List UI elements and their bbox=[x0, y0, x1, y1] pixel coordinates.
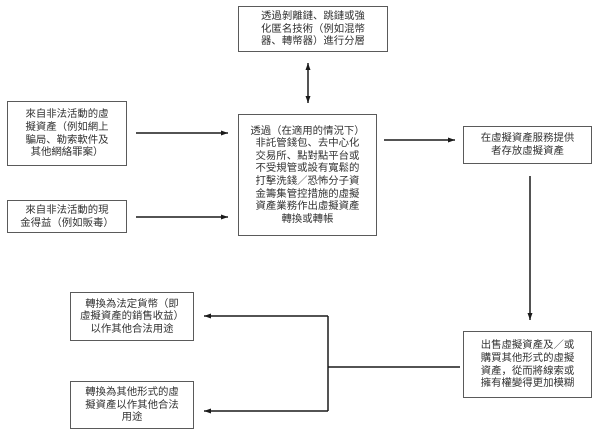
node-sell-buy: 出售虛擬資產及／或 購買其他形式的虛擬 資產，從而將線索或 擁有權變得更加模糊 bbox=[463, 331, 592, 398]
node-layering: 透過剝離鏈、跳鏈或強 化匿名技術（例如混幣 器、轉幣器）進行分層 bbox=[238, 6, 388, 52]
node-fiat-text: 轉換為法定貨幣（即 虛擬資產的銷售收益） 以作其他合法用途 bbox=[80, 297, 184, 335]
node-custody: 在虛擬資產服務提供 者存放虛擬資產 bbox=[463, 126, 592, 164]
node-conversion-text: 透過（在適用的情況下） 非託管錢包、去中心化 交易所、點對點平台或 不受規管或設… bbox=[250, 124, 365, 225]
node-other-virtual-assets-text: 轉換為其他形式的虛 擬資產以作其他合法 用途 bbox=[85, 386, 179, 424]
node-custody-text: 在虛擬資產服務提供 者存放虛擬資產 bbox=[480, 132, 575, 157]
node-fiat: 轉換為法定貨幣（即 虛擬資產的銷售收益） 以作其他合法用途 bbox=[70, 292, 194, 341]
node-sell-buy-text: 出售虛擬資產及／或 購買其他形式的虛擬 資產，從而將線索或 擁有權變得更加模糊 bbox=[480, 339, 575, 390]
node-source-virtual-assets: 來自非法活動的虛 擬資產（例如網上 騙局、勒索軟件及 其他網絡罪案） bbox=[7, 101, 127, 166]
node-layering-text: 透過剝離鏈、跳鏈或強 化匿名技術（例如混幣 器、轉幣器）進行分層 bbox=[261, 10, 365, 48]
node-conversion: 透過（在適用的情況下） 非託管錢包、去中心化 交易所、點對點平台或 不受規管或設… bbox=[238, 114, 377, 236]
node-source-virtual-assets-text: 來自非法活動的虛 擬資產（例如網上 騙局、勒索軟件及 其他網絡罪案） bbox=[25, 108, 109, 159]
node-source-cash-text: 來自非法活動的現 金得益（例如販毒） bbox=[20, 203, 114, 229]
node-other-virtual-assets: 轉換為其他形式的虛 擬資產以作其他合法 用途 bbox=[70, 381, 194, 429]
node-source-cash: 來自非法活動的現 金得益（例如販毒） bbox=[7, 200, 127, 233]
